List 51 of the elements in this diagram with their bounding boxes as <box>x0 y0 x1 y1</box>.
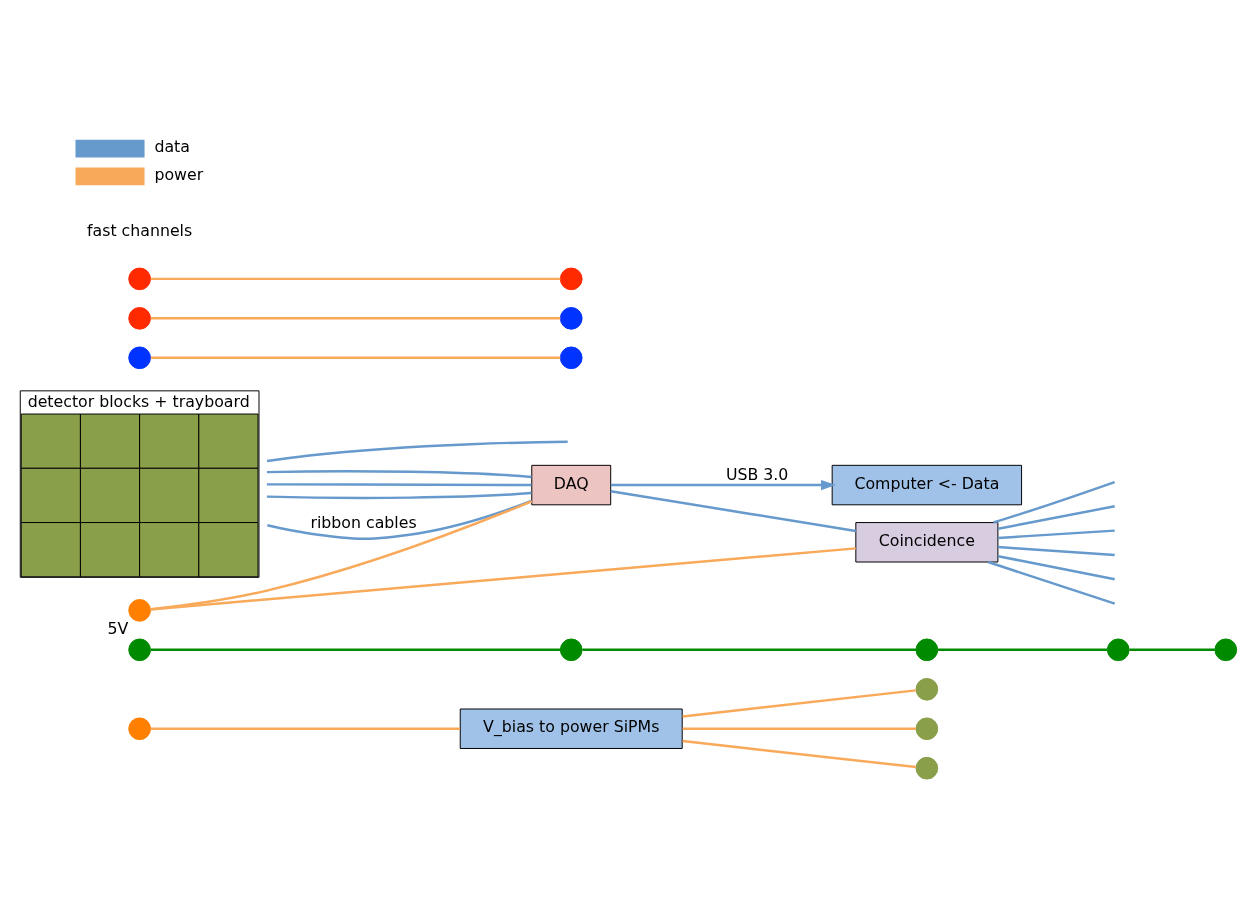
connector <box>682 739 916 769</box>
legend-label: power <box>154 165 204 185</box>
node-circle <box>1106 638 1130 662</box>
connector <box>998 529 1115 540</box>
node-circle <box>915 717 939 741</box>
node-circle <box>559 307 583 330</box>
connector <box>937 648 1107 652</box>
connector <box>150 547 856 611</box>
node-circle <box>128 717 151 741</box>
connector <box>266 483 532 487</box>
node-circle <box>128 346 151 370</box>
node-box: Computer <- Data <box>831 464 1023 506</box>
legend-label: data <box>154 137 190 157</box>
connector <box>150 727 461 730</box>
connector <box>987 560 1116 605</box>
connector <box>150 356 561 360</box>
connector <box>998 545 1115 557</box>
node-circle <box>559 346 583 370</box>
connector <box>682 727 916 730</box>
node-circle <box>128 267 151 291</box>
label: fast channels <box>87 221 193 241</box>
node-box: DAQ <box>531 464 612 506</box>
node-circle <box>128 638 151 662</box>
node-circle <box>559 267 583 291</box>
edge-label: USB 3.0 <box>725 464 789 484</box>
connector <box>150 648 561 652</box>
connector <box>267 499 532 540</box>
connector <box>682 689 916 718</box>
node-circle <box>915 756 939 780</box>
connector <box>266 440 568 463</box>
connector <box>150 317 561 320</box>
connector <box>582 648 916 652</box>
arrow <box>610 479 836 491</box>
connector <box>266 491 532 500</box>
node-circle <box>559 638 583 662</box>
node-circle <box>915 638 939 662</box>
node-circle <box>915 677 939 701</box>
node-box: Coincidence <box>855 522 999 563</box>
node-circle <box>1214 638 1238 662</box>
connector <box>150 277 561 281</box>
connector <box>993 480 1116 524</box>
node-label: 5V <box>107 618 129 638</box>
connector <box>997 505 1115 530</box>
connector <box>997 555 1115 581</box>
connector <box>1129 648 1215 652</box>
node-circle <box>128 307 151 330</box>
node-circle <box>128 599 151 622</box>
node-box: V_bias to power SiPMs <box>459 708 683 749</box>
edge-label: ribbon cables <box>310 513 417 533</box>
connector <box>266 470 532 479</box>
connector <box>610 490 856 533</box>
